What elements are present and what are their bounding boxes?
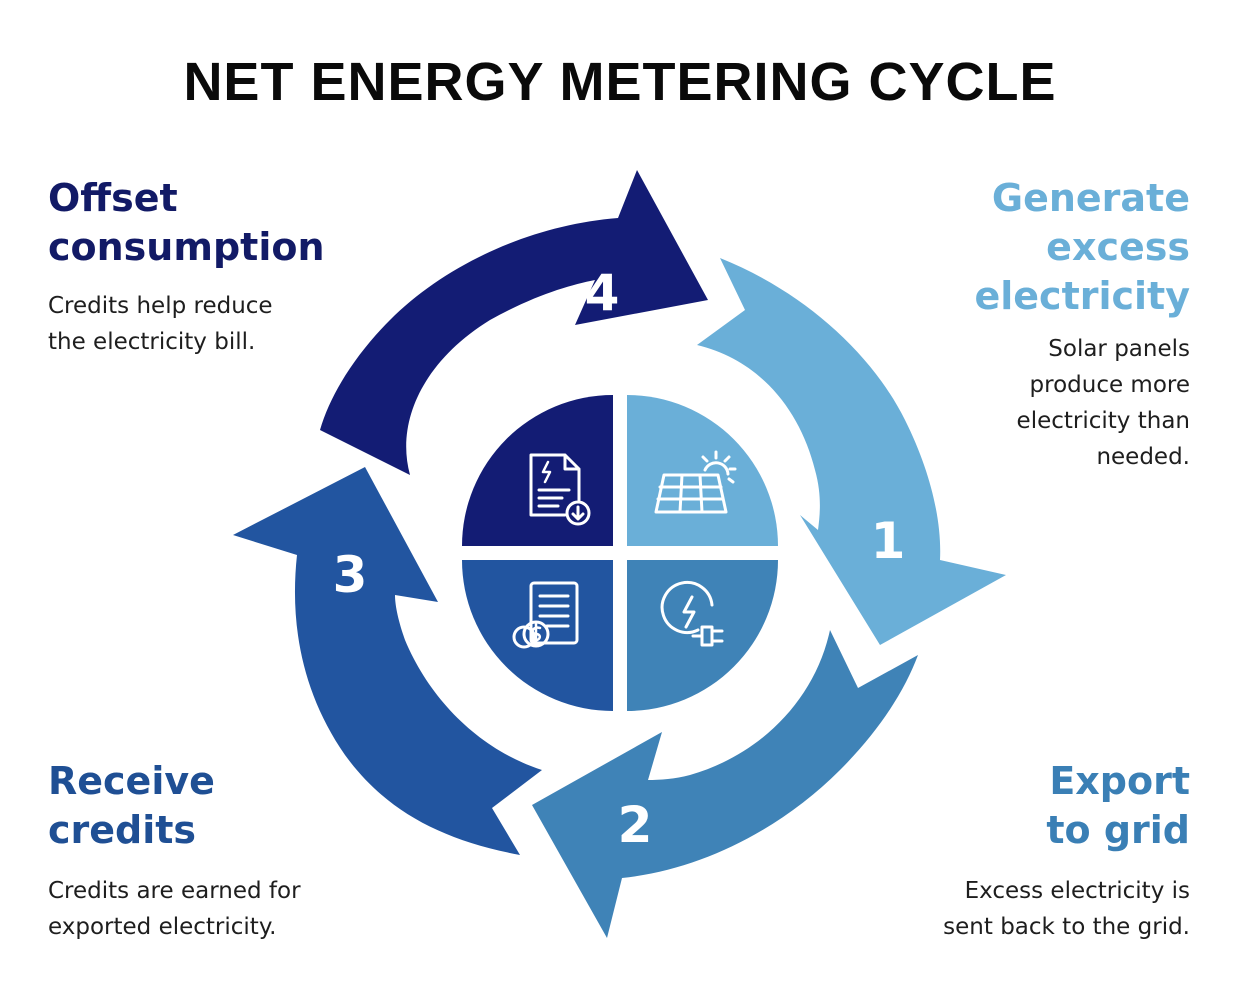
center-quadrant-4 <box>462 395 613 546</box>
step-2-block: Export to grid Excess electricity is sen… <box>870 757 1190 945</box>
step-3-block: Receive credits Credits are earned for e… <box>48 757 368 945</box>
step-number-1: 1 <box>871 512 906 570</box>
step-2-description: Excess electricity is sent back to the g… <box>943 878 1190 940</box>
step-3-title: Receive credits <box>48 759 215 852</box>
center-quadrant-1 <box>627 395 778 546</box>
step-1-block: Generate excess electricity Solar panels… <box>890 174 1190 475</box>
step-number-3: 3 <box>333 546 368 604</box>
step-3-description: Credits are earned for exported electric… <box>48 878 301 940</box>
step-1-description: Solar panels produce more electricity th… <box>1016 336 1190 470</box>
step-4-block: Offset consumption Credits help reduce t… <box>48 174 368 360</box>
step-1-title: Generate excess electricity <box>974 176 1190 318</box>
document-coins-icon <box>512 581 579 649</box>
step-4-description: Credits help reduce the electricity bill… <box>48 293 273 355</box>
step-4-title: Offset consumption <box>48 176 325 269</box>
center-quadrants <box>462 395 778 711</box>
step-number-2: 2 <box>618 796 653 854</box>
electricity-bill-download-icon <box>529 453 591 526</box>
step-number-4: 4 <box>585 264 620 322</box>
page-title: NET ENERGY METERING CYCLE <box>183 52 1057 112</box>
step-2-title: Export to grid <box>1046 759 1190 852</box>
cycle-arrow-4 <box>320 170 708 475</box>
cycle-arrow-2 <box>532 630 918 938</box>
solar-panel-sun-icon <box>654 450 737 514</box>
cycle-arrow-3 <box>233 467 542 855</box>
electric-plug-icon <box>660 580 724 647</box>
cycle-arrow-1 <box>697 258 1006 645</box>
